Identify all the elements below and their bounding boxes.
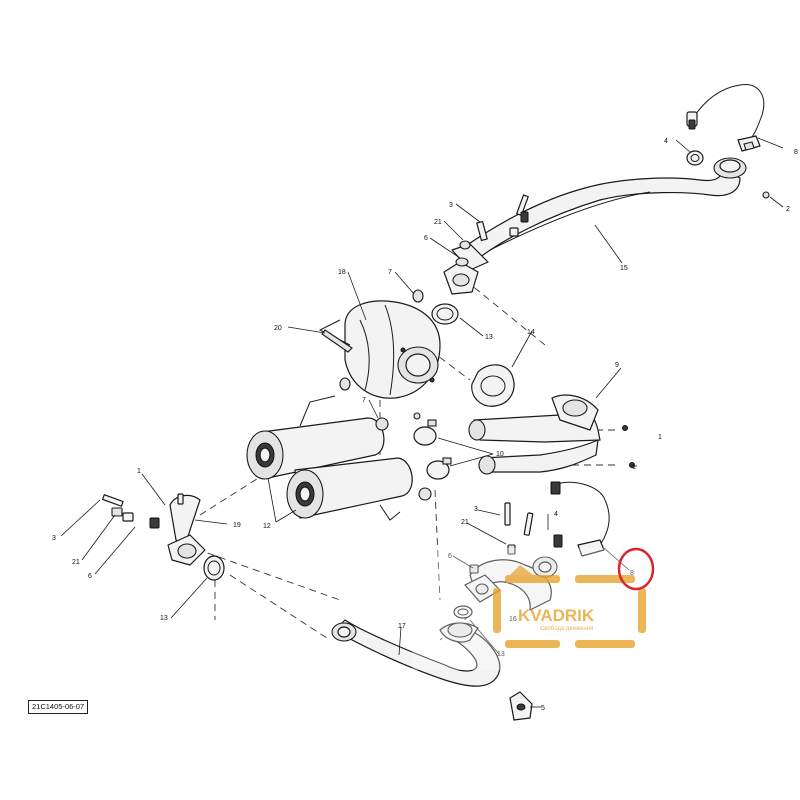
callout-14: 14	[527, 329, 535, 336]
callout-13-left: 13	[160, 615, 168, 622]
callout-1-right-a: 1	[658, 434, 662, 441]
header-pipe-15	[451, 157, 770, 271]
oxygen-sensor-lower	[550, 481, 610, 557]
callout-21-top: 21	[434, 219, 442, 226]
callout-3-right: 3	[474, 506, 478, 513]
callout-4-top: 4	[664, 138, 668, 145]
fasteners-left	[101, 494, 160, 529]
watermark-tagline: Свобода движения	[540, 626, 593, 632]
gasket-13-right	[453, 605, 473, 619]
grommet-7-a	[412, 289, 424, 303]
diagram-code-label: 21C1405-06-07	[28, 700, 89, 714]
callout-21-right: 21	[461, 519, 469, 526]
callout-17: 17	[398, 623, 406, 630]
callout-3-top: 3	[449, 202, 453, 209]
y-pipe-9	[468, 394, 635, 475]
front-flange-top	[443, 194, 529, 295]
callout-6-right: 6	[448, 553, 452, 560]
callout-19: 19	[233, 522, 241, 529]
callout-12: 12	[263, 523, 271, 530]
highlight-circle	[617, 547, 655, 591]
callout-6-left: 6	[88, 573, 92, 580]
callout-4-right: 4	[554, 511, 558, 518]
callout-3-left: 3	[52, 535, 56, 542]
callout-13-mid: 13	[485, 334, 493, 341]
rear-flange-19	[167, 493, 206, 566]
gasket-4-top	[686, 150, 704, 166]
callout-8-right: 8	[630, 570, 634, 577]
clamp-10-lower	[426, 457, 452, 480]
callout-1-left: 1	[137, 468, 141, 475]
rear-header-16	[464, 556, 558, 611]
rear-pipe-17	[331, 619, 501, 687]
clamp-10-upper	[413, 419, 437, 446]
muffler-upper-12	[246, 395, 385, 480]
muffler-lower-12	[286, 457, 413, 521]
callout-20: 20	[274, 325, 282, 332]
callout-8-top: 8	[794, 149, 798, 156]
callout-7-top: 7	[388, 269, 392, 276]
callout-2: 2	[786, 206, 790, 213]
callout-13-right: 13	[497, 651, 505, 658]
mount-5	[509, 691, 533, 721]
gasket-13-left	[203, 555, 225, 581]
fasteners-right	[469, 502, 563, 574]
callout-15: 15	[620, 265, 628, 272]
heat-shield-18	[318, 300, 441, 399]
kvadrik-watermark: KVADRIK Свобода движения	[412, 548, 722, 670]
callout-21-left: 21	[72, 559, 80, 566]
callout-18: 18	[338, 269, 346, 276]
callout-labels: 8 4 2 15 3 21 6 7 18 20 13 14 9 7 1 10 1…	[52, 138, 798, 712]
leader-lines	[60, 137, 784, 708]
callout-16: 16	[509, 616, 517, 623]
callout-6-top: 6	[424, 235, 428, 242]
callout-7-mid: 7	[362, 397, 366, 404]
watermark-brand: KVADRIK	[518, 606, 595, 625]
gasket-13-mid	[431, 303, 459, 325]
callout-9: 9	[615, 362, 619, 369]
callout-1-right-b: 1	[632, 464, 636, 471]
oxygen-sensor-top	[686, 84, 765, 152]
gasket-14	[471, 364, 515, 407]
callout-5: 5	[541, 705, 545, 712]
callout-10: 10	[496, 451, 504, 458]
